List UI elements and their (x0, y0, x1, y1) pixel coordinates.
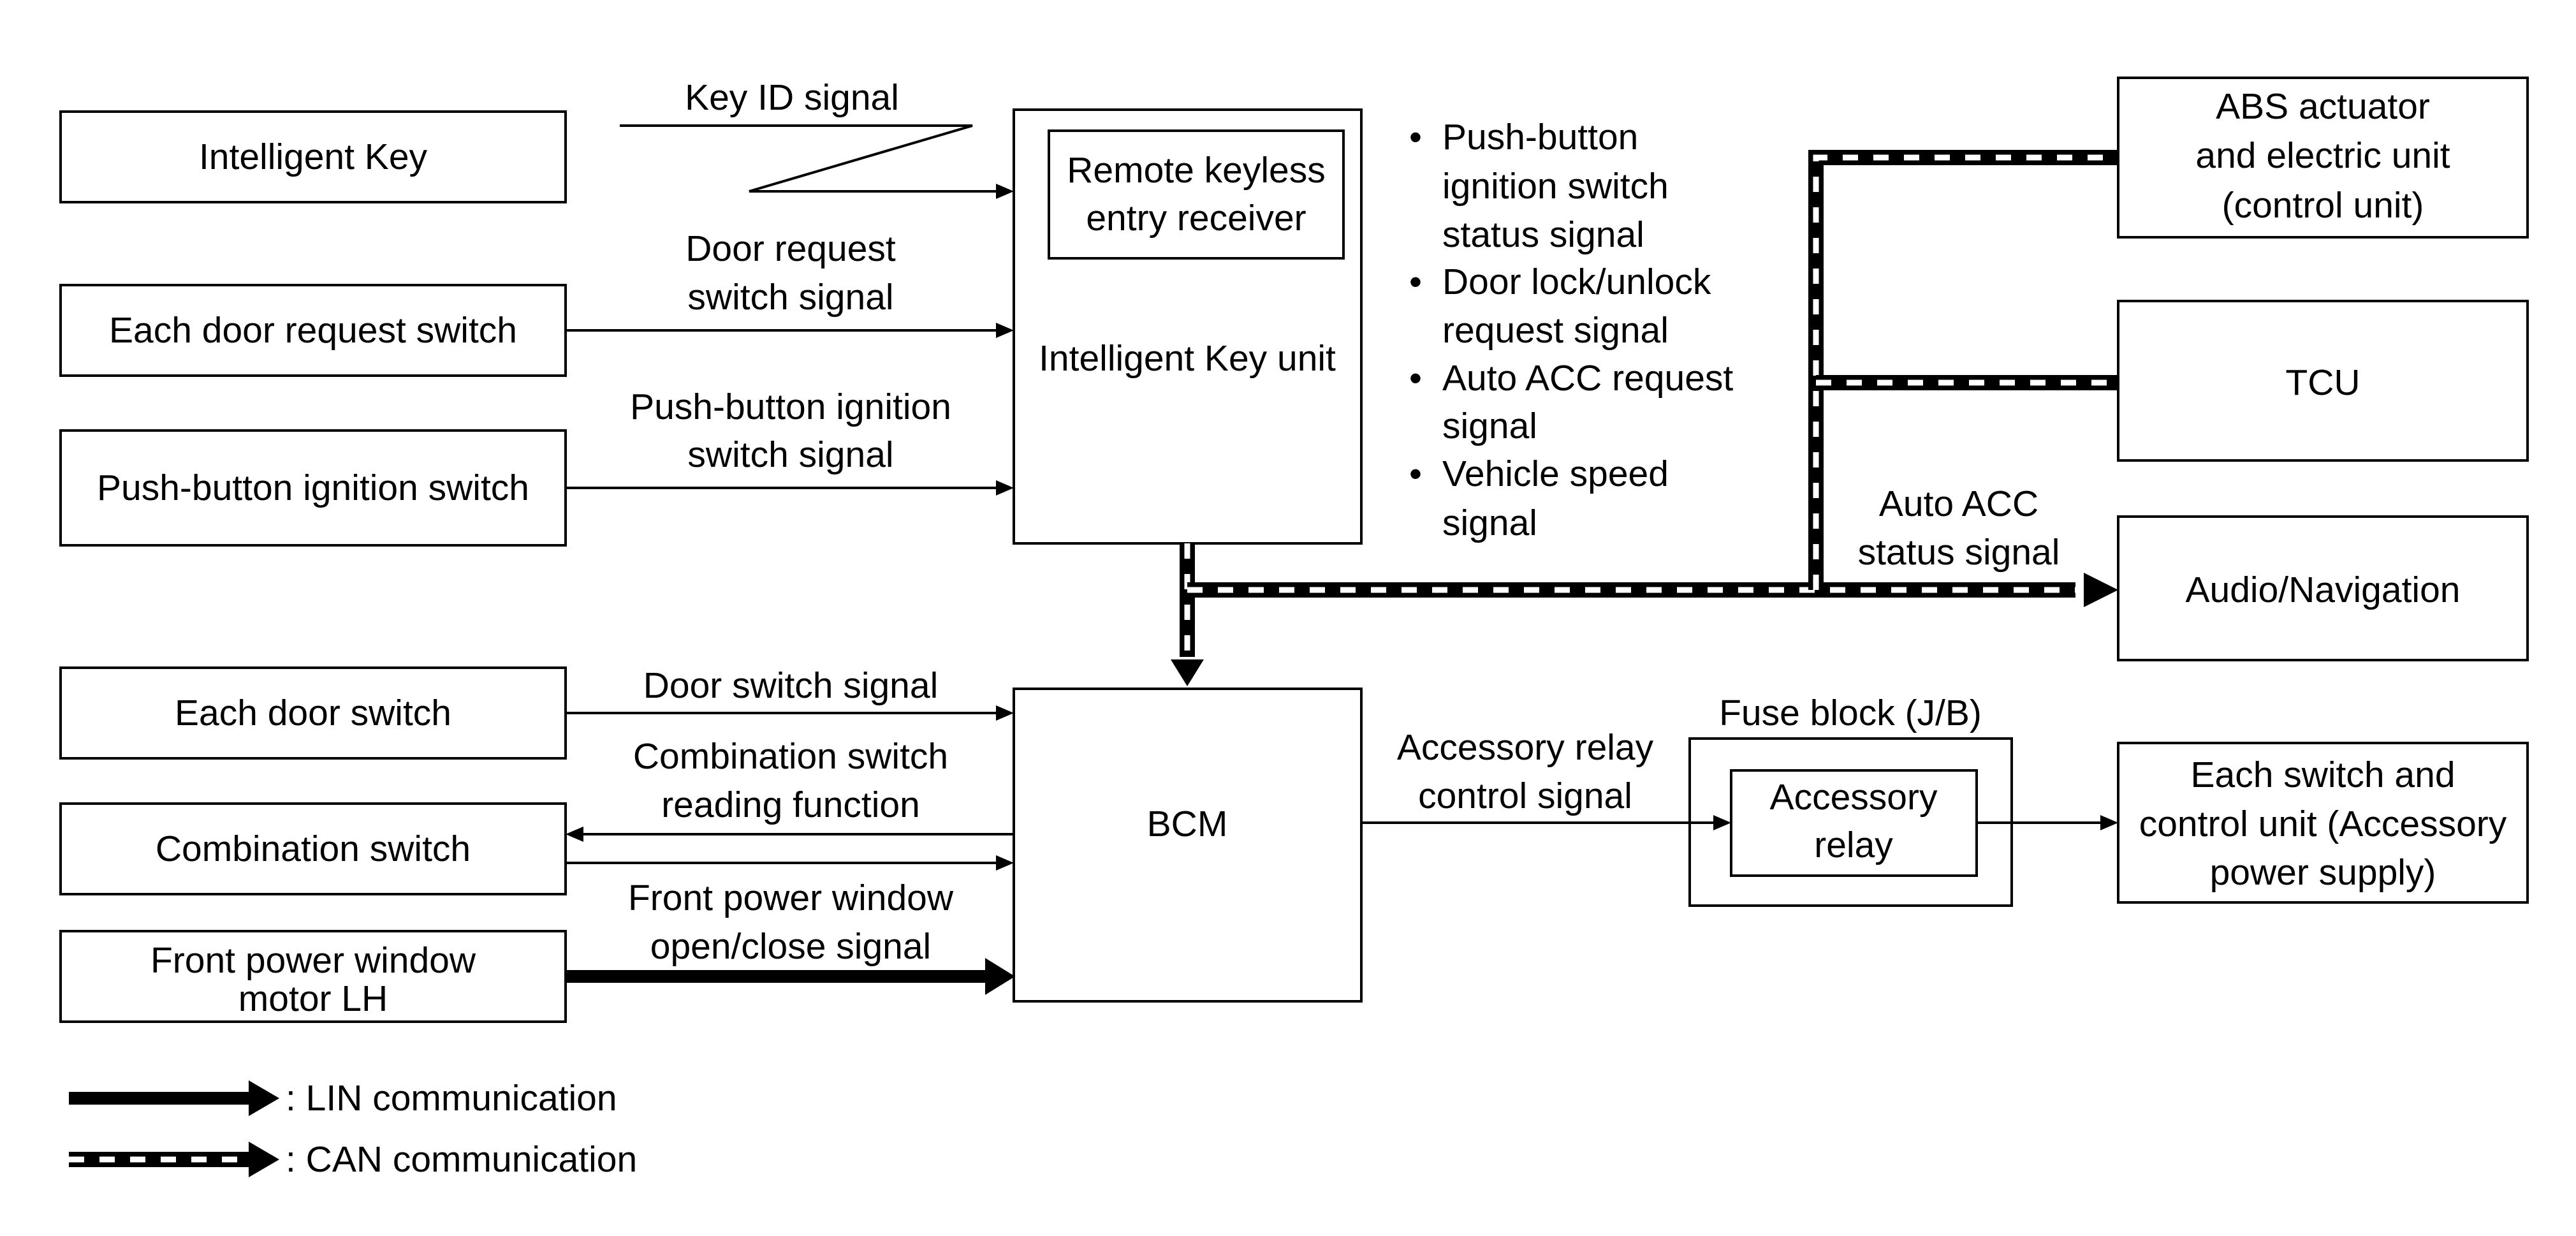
auto-acc-status-label-line1: Auto ACC (1879, 483, 2038, 524)
accessory-power-supply-line (1977, 815, 2118, 830)
legend-lin: : LIN communication (69, 1078, 617, 1119)
legend-lin-label: : LIN communication (286, 1078, 617, 1119)
bcm-label: BCM (1147, 804, 1228, 844)
arrowhead (996, 184, 1014, 199)
each-door-request-switch-box: Each door request switch (59, 284, 567, 377)
door-switch-signal-label: Door switch signal (643, 665, 939, 706)
can-signal-2-line2: request signal (1442, 310, 1669, 351)
push-button-ignition-switch-label: Push-button ignition switch (97, 467, 529, 508)
each-door-request-switch-label: Each door request switch (109, 310, 517, 351)
arrowhead (985, 958, 1015, 995)
audio-navigation-label: Audio/Navigation (2186, 570, 2461, 610)
legend-lin-arrowhead (249, 1080, 279, 1116)
door-switch-signal: Door switch signal (566, 665, 1014, 721)
tcu-box: TCU (2117, 300, 2529, 462)
intelligent-key-label: Intelligent Key (199, 136, 428, 177)
can-signal-2-line1: Door lock/unlock (1442, 261, 1711, 302)
fuse-block-label: Fuse block (J/B) (1719, 693, 1982, 733)
key-id-signal-label: Key ID signal (685, 77, 899, 118)
combination-switch-box: Combination switch (59, 802, 567, 895)
can-arrowhead-audio (2084, 573, 2118, 607)
abs-actuator-box: ABS actuator and electric unit (control … (2117, 77, 2529, 239)
door-request-signal-label-line1: Door request (685, 228, 896, 269)
remote-keyless-entry-receiver-box: Remote keyless entry receiver (1048, 129, 1345, 260)
push-button-ignition-switch-box: Push-button ignition switch (59, 429, 567, 547)
arrowhead (1713, 815, 1731, 830)
abs-actuator-label-line2: and electric unit (2195, 135, 2450, 176)
can-arrowhead-bcm (1171, 659, 1204, 686)
arrowhead (566, 827, 583, 842)
arrowhead (996, 855, 1014, 871)
legend-can-label: : CAN communication (286, 1139, 637, 1180)
can-signal-4-line1: Vehicle speed (1442, 453, 1669, 494)
can-signal-1-line1: Push-button (1442, 117, 1638, 158)
combination-switch-reading-label-line1: Combination switch (633, 736, 948, 777)
can-signal-list: • Push-button ignition switch status sig… (1409, 117, 1733, 543)
tcu-label: TCU (2285, 362, 2360, 403)
remote-keyless-entry-receiver-label-line2: entry receiver (1086, 198, 1306, 239)
can-bus: Auto ACC status signal (1171, 150, 2118, 686)
each-switch-control-unit-label-line2: control unit (Accessory (2139, 804, 2507, 844)
accessory-relay-label-line1: Accessory (1770, 777, 1938, 818)
push-button-ignition-signal-label-line1: Push-button ignition (630, 386, 951, 427)
each-door-switch-label: Each door switch (175, 693, 451, 733)
remote-keyless-entry-receiver-label-line1: Remote keyless (1067, 150, 1326, 191)
can-signal-4-line2: signal (1442, 503, 1537, 543)
front-power-window-signal-label-line2: open/close signal (650, 926, 931, 967)
front-power-window-signal: Front power window open/close signal (566, 878, 1015, 995)
abs-actuator-label-line3: (control unit) (2222, 185, 2424, 226)
combination-switch-reading: Combination switch reading function (566, 736, 1014, 871)
each-door-switch-box: Each door switch (59, 666, 567, 760)
can-signal-3-line1: Auto ACC request (1442, 358, 1733, 399)
combination-switch-reading-label-line2: reading function (661, 784, 920, 825)
legend-can: : CAN communication (69, 1139, 637, 1180)
intelligent-key-box: Intelligent Key (59, 110, 567, 203)
accessory-relay-control-label-line1: Accessory relay (1397, 727, 1654, 768)
push-button-ignition-signal: Push-button ignition switch signal (566, 386, 1014, 496)
bullet: • (1409, 453, 1422, 494)
intelligent-key-unit-label: Intelligent Key unit (1039, 338, 1336, 379)
front-power-window-motor-box: Front power window motor LH (59, 930, 567, 1023)
arrowhead (2100, 815, 2118, 830)
accessory-relay-control-signal: Accessory relay control signal (1361, 727, 1731, 830)
each-switch-control-unit-label-line3: power supply) (2210, 852, 2436, 893)
bullet: • (1409, 358, 1422, 399)
abs-actuator-label-line1: ABS actuator (2216, 86, 2430, 127)
accessory-relay-box: Accessory relay (1730, 769, 1978, 877)
each-switch-control-unit-box: Each switch and control unit (Accessory … (2117, 742, 2529, 904)
bullet: • (1409, 117, 1422, 158)
accessory-relay-control-label-line2: control signal (1418, 776, 1632, 816)
accessory-relay-label-line2: relay (1814, 825, 1893, 865)
bcm-box: BCM (1013, 688, 1363, 1003)
arrowhead (996, 705, 1014, 721)
front-power-window-motor-label-line2: motor LH (238, 978, 388, 1019)
combination-switch-label: Combination switch (156, 828, 471, 869)
legend-can-arrowhead (249, 1142, 279, 1177)
each-switch-control-unit-label-line1: Each switch and (2190, 754, 2455, 795)
key-id-signal: Key ID signal (620, 77, 1014, 199)
front-power-window-motor-label-line1: Front power window (150, 940, 476, 981)
can-signal-1-line3: status signal (1442, 214, 1644, 255)
front-power-window-signal-label-line1: Front power window (628, 878, 954, 918)
push-button-ignition-signal-label-line2: switch signal (687, 434, 893, 475)
arrowhead (996, 480, 1014, 496)
door-request-signal: Door request switch signal (566, 228, 1014, 338)
audio-navigation-box: Audio/Navigation (2117, 515, 2529, 661)
door-request-signal-label-line2: switch signal (687, 277, 893, 318)
legend: : LIN communication : CAN communication (69, 1078, 637, 1180)
bullet: • (1409, 261, 1422, 302)
can-signal-1-line2: ignition switch (1442, 166, 1669, 207)
auto-acc-status-label-line2: status signal (1858, 532, 2060, 573)
can-signal-3-line2: signal (1442, 406, 1537, 446)
arrowhead (996, 323, 1014, 338)
